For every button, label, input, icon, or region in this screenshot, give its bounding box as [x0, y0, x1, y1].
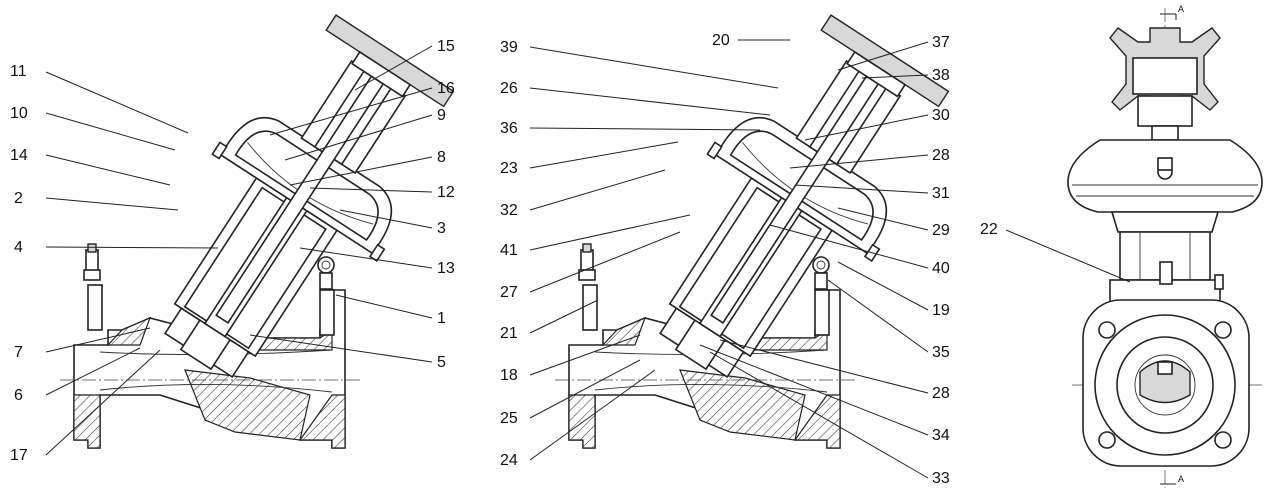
- valve-section-2: [554, 0, 973, 449]
- label-12: 12: [437, 184, 455, 201]
- label-16: 16: [437, 80, 455, 97]
- label-13: 13: [437, 260, 455, 277]
- label-34: 34: [932, 427, 950, 444]
- leader-lines-2: [529, 39, 929, 479]
- label-40: 40: [932, 260, 950, 277]
- label-22: 22: [980, 221, 998, 238]
- label-9: 9: [437, 107, 446, 124]
- label-5: 5: [437, 354, 446, 371]
- label-11: 11: [10, 63, 27, 80]
- label-4: 4: [14, 239, 23, 256]
- label-37: 37: [932, 34, 950, 51]
- label-7: 7: [14, 344, 23, 361]
- label-26: 26: [500, 80, 518, 97]
- handwheel: [1109, 27, 1221, 111]
- label-28-bottom: 28: [932, 385, 950, 402]
- label-27: 27: [500, 284, 518, 301]
- section-mark-bottom: A: [1178, 474, 1184, 484]
- label-33: 33: [932, 470, 950, 487]
- label-6: 6: [14, 387, 23, 404]
- diaphragm-housing: [1067, 139, 1263, 213]
- label-23: 23: [500, 160, 518, 177]
- label-17: 17: [10, 447, 28, 464]
- label-15: 15: [437, 38, 455, 55]
- leader-22: [1005, 229, 1131, 283]
- label-32: 32: [500, 202, 518, 219]
- label-38: 38: [932, 67, 950, 84]
- label-35: 35: [932, 344, 950, 361]
- label-25: 25: [500, 410, 518, 427]
- label-39: 39: [500, 39, 518, 56]
- label-2: 2: [14, 190, 23, 207]
- front-view-3: A A: [980, 4, 1263, 488]
- label-24: 24: [500, 452, 518, 469]
- label-29: 29: [932, 222, 950, 239]
- label-18: 18: [500, 367, 518, 384]
- label-8: 8: [437, 149, 446, 166]
- section-mark-top: A: [1178, 4, 1184, 14]
- label-30: 30: [932, 107, 950, 124]
- label-19: 19: [932, 302, 950, 319]
- label-31: 31: [932, 185, 950, 202]
- label-28-top: 28: [932, 147, 950, 164]
- label-10: 10: [10, 105, 28, 122]
- valve-section-1: [59, 0, 478, 449]
- label-14: 14: [10, 147, 28, 164]
- label-36: 36: [500, 120, 518, 137]
- label-21: 21: [500, 325, 518, 342]
- flange-front: [1082, 299, 1250, 467]
- section-view-2: 39 26 36 23 32 41 27 21 18 25 24 20 37 3…: [500, 0, 973, 487]
- section-view-1: 11 10 14 2 4 7 6 17 15 16 9 8 12 3 13 1 …: [10, 0, 478, 464]
- label-3: 3: [437, 220, 446, 237]
- leader-lines-1: [45, 45, 433, 456]
- label-20: 20: [712, 32, 730, 49]
- label-41: 41: [500, 242, 518, 259]
- label-1: 1: [437, 310, 446, 327]
